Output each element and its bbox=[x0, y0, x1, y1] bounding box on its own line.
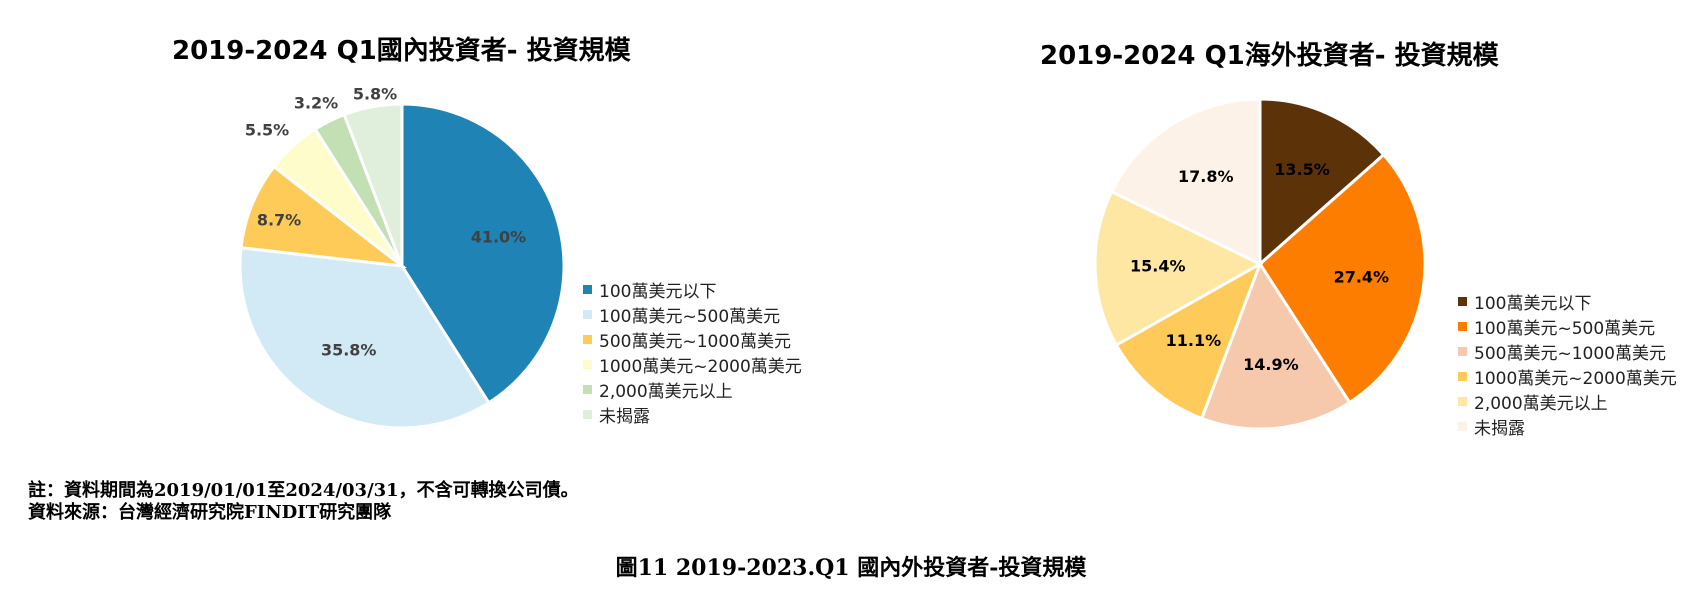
footnotes: 註：資料期間為2019/01/01至2024/03/31，不含可轉換公司債。 資… bbox=[28, 480, 579, 524]
data-label-4: 15.4% bbox=[1130, 257, 1186, 276]
legend-item-0: 100萬美元以下 bbox=[583, 277, 802, 302]
data-source-note: 資料來源：台灣經濟研究院FINDIT研究團隊 bbox=[28, 502, 392, 523]
overseas-investor-chart: 2019-2024 Q1海外投資者- 投資規模 13.5%27.4%14.9%1… bbox=[860, 0, 1702, 470]
legend-label-2: 500萬美元~1000萬美元 bbox=[599, 332, 791, 352]
legend-label-4: 2,000萬美元以上 bbox=[1474, 394, 1608, 414]
legend-swatch-0 bbox=[583, 285, 592, 294]
legend-item-3: 1000萬美元~2000萬美元 bbox=[583, 352, 802, 377]
legend-label-2: 500萬美元~1000萬美元 bbox=[1474, 344, 1666, 364]
legend-item-2: 500萬美元~1000萬美元 bbox=[1458, 339, 1677, 364]
data-period-note: 註：資料期間為2019/01/01至2024/03/31，不含可轉換公司債。 bbox=[28, 480, 579, 501]
legend-swatch-5 bbox=[583, 410, 592, 419]
legend-swatch-2 bbox=[583, 335, 592, 344]
domestic-legend: 100萬美元以下 100萬美元~500萬美元 500萬美元~1000萬美元 1000萬… bbox=[583, 277, 802, 427]
pie-slice-0 bbox=[1258, 97, 1386, 268]
legend-item-5: 未揭露 bbox=[1458, 414, 1677, 439]
pie-slice-1 bbox=[1258, 152, 1427, 405]
legend-item-2: 500萬美元~1000萬美元 bbox=[583, 327, 802, 352]
legend-item-4: 2,000萬美元以上 bbox=[1458, 389, 1677, 414]
data-label-2: 14.9% bbox=[1243, 355, 1299, 374]
legend-item-0: 100萬美元以下 bbox=[1458, 289, 1677, 314]
pie-slice-5 bbox=[342, 102, 404, 267]
data-label-0: 41.0% bbox=[471, 227, 527, 246]
legend-label-3: 1000萬美元~2000萬美元 bbox=[1474, 369, 1677, 389]
legend-swatch-0 bbox=[1458, 297, 1467, 306]
legend-label-0: 100萬美元以下 bbox=[599, 282, 717, 302]
legend-label-1: 100萬美元~500萬美元 bbox=[599, 307, 781, 327]
pie-slice-2 bbox=[1199, 260, 1352, 431]
domestic-investor-chart: 2019-2024 Q1國內投資者- 投資規模 41.0% 35.8% 8.7% 5.… bbox=[0, 0, 850, 470]
pie-slice-3 bbox=[1114, 260, 1263, 421]
legend-item-1: 100萬美元~500萬美元 bbox=[583, 302, 802, 327]
legend-swatch-2 bbox=[1458, 347, 1467, 356]
pie-slice-4 bbox=[1093, 189, 1264, 348]
legend-label-5: 未揭露 bbox=[599, 407, 650, 427]
legend-item-3: 1000萬美元~2000萬美元 bbox=[1458, 364, 1677, 389]
data-label-1: 35.8% bbox=[321, 341, 377, 360]
overseas-pie: 13.5% 27.4% 14.9% 11.1% 15.4% 17.8% bbox=[1093, 97, 1427, 431]
legend-item-1: 100萬美元~500萬美元 bbox=[1458, 314, 1677, 339]
overseas-chart-title: 2019-2024 Q1海外投資者- 投資規模 bbox=[1040, 41, 1499, 71]
data-label-4: 3.2% bbox=[294, 94, 338, 113]
pie-slice-1 bbox=[238, 246, 491, 430]
legend-label-3: 1000萬美元~2000萬美元 bbox=[599, 357, 802, 377]
legend-swatch-4 bbox=[583, 385, 592, 394]
data-label-0: 13.5% bbox=[1274, 160, 1330, 179]
legend-swatch-1 bbox=[1458, 322, 1467, 331]
legend-swatch-3 bbox=[583, 360, 592, 369]
legend-swatch-1 bbox=[583, 310, 592, 319]
legend-swatch-4 bbox=[1458, 397, 1467, 406]
domestic-pie: 41.0% 35.8% 8.7% 5.5% 3.2% 5.8% bbox=[238, 85, 566, 430]
domestic-chart-title: 2019-2024 Q1國內投資者- 投資規模 bbox=[172, 36, 631, 66]
data-label-3: 5.5% bbox=[245, 121, 289, 140]
overseas-legend: 100萬美元以下 100萬美元~500萬美元 500萬美元~1000萬美元 1000萬… bbox=[1458, 289, 1677, 439]
legend-swatch-5 bbox=[1458, 422, 1467, 431]
pie-slice-5 bbox=[1109, 97, 1262, 267]
data-label-5: 5.8% bbox=[353, 85, 397, 104]
legend-label-5: 未揭露 bbox=[1474, 419, 1525, 439]
data-label-5: 17.8% bbox=[1178, 167, 1234, 186]
legend-swatch-3 bbox=[1458, 372, 1467, 381]
legend-label-0: 100萬美元以下 bbox=[1474, 294, 1592, 314]
legend-item-4: 2,000萬美元以上 bbox=[583, 377, 802, 402]
pie-slice-2 bbox=[239, 164, 408, 269]
figure-caption: 圖11 2019-2023.Q1 國內外投資者-投資規模 bbox=[615, 555, 1087, 581]
data-label-3: 11.1% bbox=[1166, 331, 1222, 350]
legend-label-1: 100萬美元~500萬美元 bbox=[1474, 319, 1656, 339]
legend-item-5: 未揭露 bbox=[583, 402, 802, 427]
data-label-1: 27.4% bbox=[1334, 267, 1390, 286]
legend-label-4: 2,000萬美元以上 bbox=[599, 382, 733, 402]
data-label-2: 8.7% bbox=[257, 211, 301, 230]
